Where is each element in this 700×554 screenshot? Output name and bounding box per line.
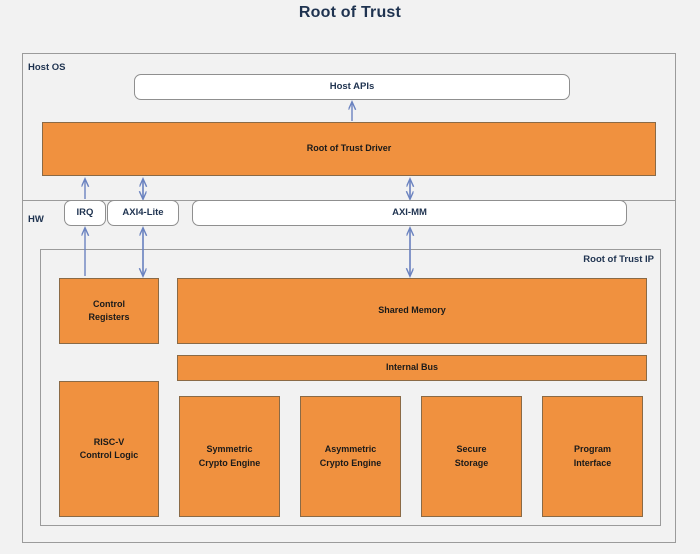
block-program-interface-label-line1: Program [573, 444, 611, 455]
zone-label-host-os: Host OS [28, 62, 66, 73]
block-shared-memory[interactable]: Shared Memory [177, 278, 647, 344]
block-riscv-control-logic-label-line1: RISC-V [93, 436, 125, 447]
block-axi-mm[interactable]: AXI-MM [192, 200, 627, 226]
block-asymmetric-crypto-engine-label-line2: Crypto Engine [319, 457, 382, 468]
block-secure-storage-label-line2: Storage [454, 457, 489, 468]
block-internal-bus-label: Internal Bus [385, 362, 438, 373]
block-control-registers-text: Control Registers [88, 298, 129, 324]
block-control-registers-label-line2: Registers [88, 312, 130, 322]
block-host-apis[interactable]: Host APIs [134, 74, 570, 100]
block-internal-bus[interactable]: Internal Bus [177, 355, 647, 381]
block-irq[interactable]: IRQ [64, 200, 106, 226]
block-axi4-lite[interactable]: AXI4-Lite [107, 200, 179, 226]
block-axi4-lite-label: AXI4-Lite [122, 207, 164, 219]
block-shared-memory-label: Shared Memory [378, 305, 446, 316]
zone-label-root-of-trust-ip: Root of Trust IP [583, 254, 654, 265]
block-host-apis-label: Host APIs [329, 81, 375, 93]
block-control-registers[interactable]: Control Registers [59, 278, 159, 344]
block-root-of-trust-driver-label: Root of Trust Driver [306, 143, 392, 154]
block-root-of-trust-driver[interactable]: Root of Trust Driver [42, 122, 656, 176]
block-symmetric-crypto-engine-label-line2: Crypto Engine [198, 457, 261, 468]
block-program-interface-label-line2: Interface [573, 457, 612, 468]
block-symmetric-crypto-engine-label-line1: Symmetric [206, 444, 253, 455]
block-secure-storage[interactable]: Secure Storage [421, 396, 522, 517]
block-riscv-control-logic[interactable]: RISC-V Control Logic [59, 381, 159, 517]
block-riscv-control-logic-label-line2: Control Logic [79, 450, 139, 460]
block-secure-storage-label-line1: Secure [456, 444, 487, 455]
block-program-interface-text: Program Interface [574, 443, 612, 469]
block-program-interface[interactable]: Program Interface [542, 396, 643, 517]
block-asymmetric-crypto-engine-text: Asymmetric Crypto Engine [320, 443, 382, 469]
block-axi-mm-label: AXI-MM [392, 207, 427, 219]
block-symmetric-crypto-engine-text: Symmetric Crypto Engine [199, 443, 261, 469]
block-asymmetric-crypto-engine[interactable]: Asymmetric Crypto Engine [300, 396, 401, 517]
block-irq-label: IRQ [76, 207, 94, 219]
block-control-registers-label-line1: Control [93, 298, 125, 309]
zone-label-hw: HW [28, 214, 44, 225]
block-asymmetric-crypto-engine-label-line1: Asymmetric [324, 444, 377, 455]
block-secure-storage-text: Secure Storage [455, 443, 489, 469]
block-riscv-control-logic-text: RISC-V Control Logic [80, 436, 139, 462]
block-symmetric-crypto-engine[interactable]: Symmetric Crypto Engine [179, 396, 280, 517]
page-title: Root of Trust [298, 4, 402, 21]
